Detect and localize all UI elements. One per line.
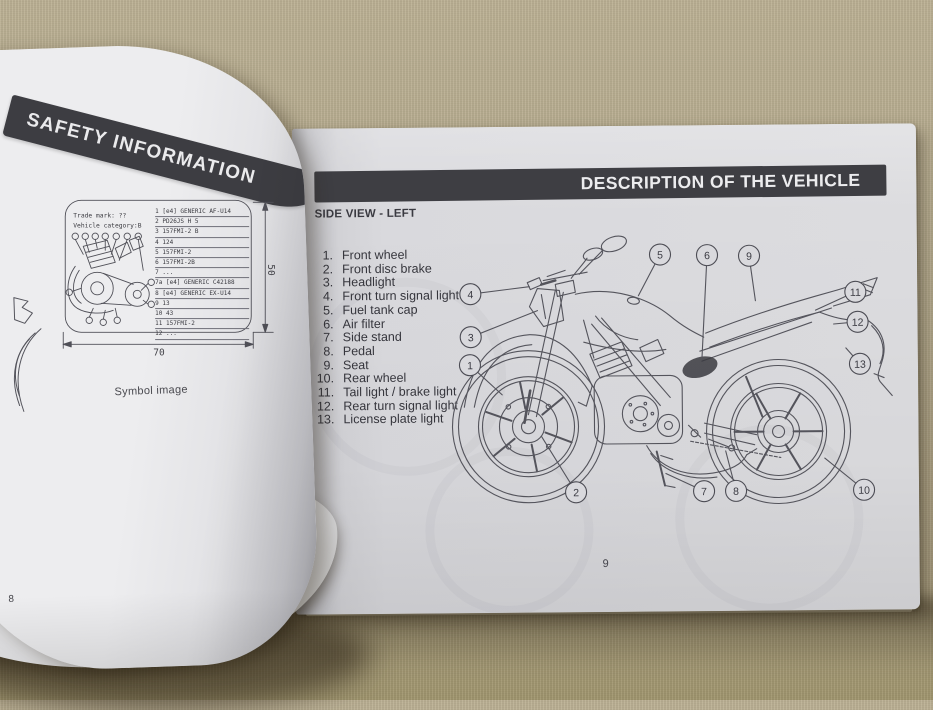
frame-engine-drawing [583, 308, 833, 488]
svg-text:1: 1 [467, 360, 473, 372]
manual-left-page: SAFETY INFORMATION [0, 39, 321, 675]
svg-text:7: 7 [701, 486, 707, 498]
motorcycle-side-view-diagram: 1 2 3 4 5 6 7 8 9 10 11 12 13 [443, 225, 900, 523]
svg-text:9: 9 [746, 251, 752, 263]
callout-markers: 1 2 3 4 5 6 7 8 9 10 11 12 13 [458, 242, 874, 504]
svg-text:2: 2 [573, 487, 579, 499]
chapter-banner: DESCRIPTION OF THE VEHICLE [314, 164, 887, 203]
svg-text:50: 50 [265, 264, 275, 276]
page-number: 8 [8, 593, 15, 606]
svg-text:Vehicle category:B: Vehicle category:B [73, 222, 141, 229]
section-subtitle: SIDE VIEW - LEFT [314, 207, 417, 221]
parts-list-item: 7.Side stand [323, 329, 402, 345]
front-wheel-drawing [452, 350, 605, 503]
svg-text:11: 11 [850, 287, 861, 299]
rear-wheel-drawing [706, 359, 851, 504]
manual-right-page: DESCRIPTION OF THE VEHICLE SIDE VIEW - L… [291, 123, 921, 615]
svg-text:5: 5 [657, 249, 663, 261]
parts-list-item: 13.License plate light [316, 411, 444, 427]
svg-text:12: 12 [852, 317, 864, 329]
parts-list: 1.Front wheel 2.Front disc brake 3.Headl… [313, 248, 460, 427]
svg-text:13: 13 [854, 359, 866, 371]
previous-figure-edge-drawing [13, 297, 42, 412]
parts-list-item: 5.Fuel tank cap [322, 302, 418, 318]
page-number: 9 [602, 557, 609, 571]
svg-text:Trade mark: ??: Trade mark: ?? [73, 212, 126, 219]
parts-list-item: 8.Pedal [323, 343, 375, 359]
svg-text:4: 4 [467, 289, 473, 301]
svg-text:10: 10 [858, 485, 870, 497]
handlebar-mirror-headlight-drawing [527, 233, 629, 327]
svg-text:3: 3 [468, 332, 474, 344]
svg-text:6: 6 [704, 250, 710, 262]
vehicle-label-diagram: Trade mark: ?? Vehicle category:B 70 50 [62, 199, 275, 358]
svg-text:8: 8 [733, 486, 739, 498]
tank-seat-tail-drawing [575, 278, 892, 399]
label-spec-rows: 1 [e4] GENERIC AF-U14 2 PD26JS H 5 3 157… [155, 207, 250, 340]
svg-text:70: 70 [153, 347, 165, 358]
air-filter-cover-drawing [682, 356, 718, 379]
figure-caption: Symbol image [114, 383, 189, 399]
